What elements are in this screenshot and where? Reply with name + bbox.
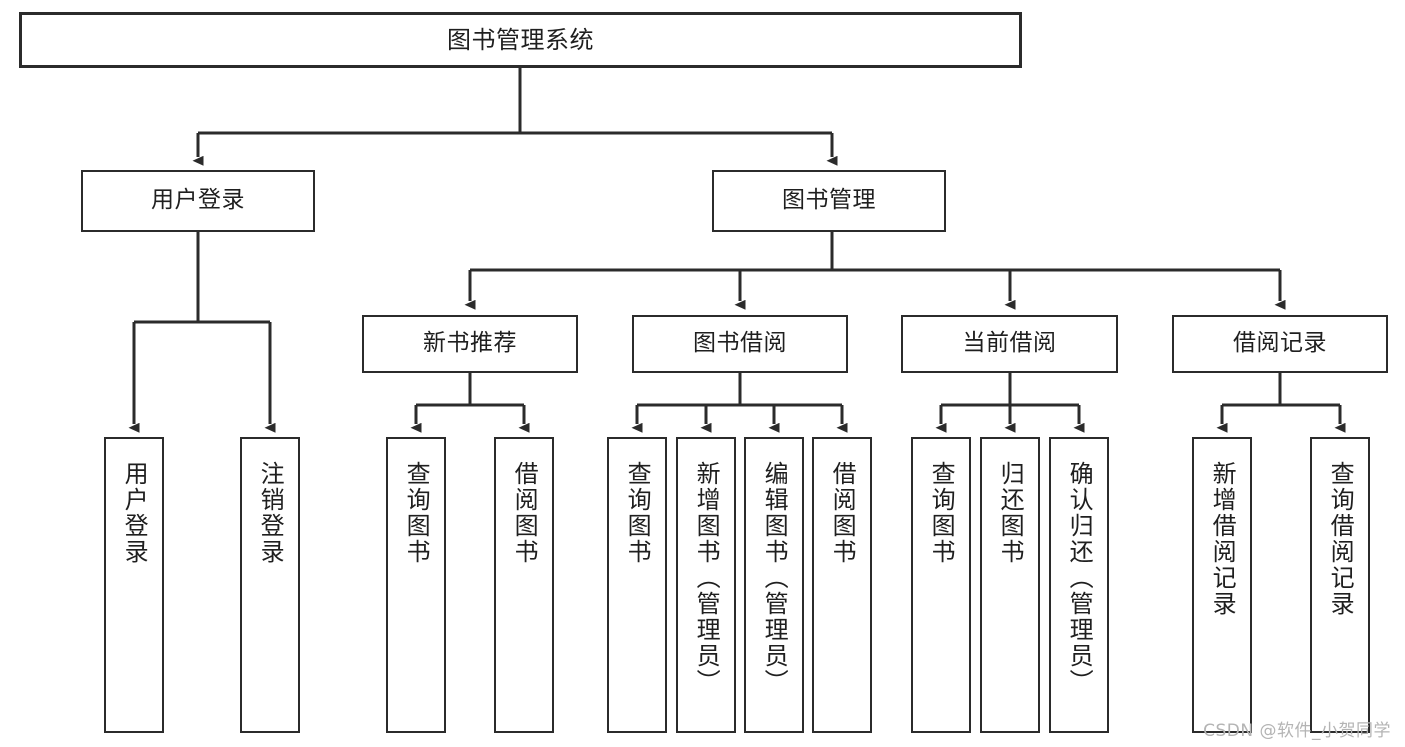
node-leaf-user-login[interactable]: 用户登录 <box>104 437 164 733</box>
node-new-book-recommend[interactable]: 新书推荐 <box>362 315 578 373</box>
node-leaf-query-book-1-label: 查询图书 <box>402 461 431 565</box>
node-user-login-label: 用户登录 <box>151 187 245 214</box>
node-book-borrow[interactable]: 图书借阅 <box>632 315 848 373</box>
node-leaf-query-borrow-record[interactable]: 查询借阅记录 <box>1310 437 1370 733</box>
node-leaf-logout-login-label: 注销登录 <box>256 461 285 565</box>
node-leaf-edit-book-label: 编辑图书（管理员） <box>760 461 789 695</box>
node-leaf-query-book-2-label: 查询图书 <box>623 461 652 565</box>
node-book-management[interactable]: 图书管理 <box>712 170 946 232</box>
node-leaf-borrow-book-1-label: 借阅图书 <box>510 461 539 565</box>
node-user-login[interactable]: 用户登录 <box>81 170 315 232</box>
node-root-label: 图书管理系统 <box>447 25 594 54</box>
node-leaf-query-borrow-record-label: 查询借阅记录 <box>1326 461 1355 617</box>
node-leaf-edit-book[interactable]: 编辑图书（管理员） <box>744 437 804 733</box>
node-borrow-record-label: 借阅记录 <box>1233 330 1327 357</box>
node-current-borrow-label: 当前借阅 <box>962 330 1057 357</box>
node-root[interactable]: 图书管理系统 <box>19 12 1022 68</box>
node-leaf-query-book-3[interactable]: 查询图书 <box>911 437 971 733</box>
node-leaf-query-book-2[interactable]: 查询图书 <box>607 437 667 733</box>
node-leaf-confirm-return[interactable]: 确认归还（管理员） <box>1049 437 1109 733</box>
node-book-management-label: 图书管理 <box>782 187 876 214</box>
node-leaf-add-book-label: 新增图书（管理员） <box>692 461 721 695</box>
node-leaf-confirm-return-label: 确认归还（管理员） <box>1065 461 1094 695</box>
node-borrow-record[interactable]: 借阅记录 <box>1172 315 1388 373</box>
node-leaf-logout-login[interactable]: 注销登录 <box>240 437 300 733</box>
node-leaf-borrow-book-2-label: 借阅图书 <box>828 461 857 565</box>
node-leaf-return-book-label: 归还图书 <box>996 461 1025 565</box>
node-leaf-borrow-book-1[interactable]: 借阅图书 <box>494 437 554 733</box>
node-leaf-query-book-1[interactable]: 查询图书 <box>386 437 446 733</box>
node-leaf-add-borrow-record[interactable]: 新增借阅记录 <box>1192 437 1252 733</box>
node-current-borrow[interactable]: 当前借阅 <box>901 315 1118 373</box>
node-new-book-recommend-label: 新书推荐 <box>423 330 517 357</box>
node-leaf-user-login-label: 用户登录 <box>120 461 149 565</box>
node-leaf-add-book[interactable]: 新增图书（管理员） <box>676 437 736 733</box>
node-book-borrow-label: 图书借阅 <box>693 330 787 357</box>
node-leaf-add-borrow-record-label: 新增借阅记录 <box>1208 461 1237 617</box>
node-leaf-return-book[interactable]: 归还图书 <box>980 437 1040 733</box>
node-leaf-query-book-3-label: 查询图书 <box>927 461 956 565</box>
watermark-text: CSDN @软件_小贺同学 <box>1203 721 1391 741</box>
node-leaf-borrow-book-2[interactable]: 借阅图书 <box>812 437 872 733</box>
